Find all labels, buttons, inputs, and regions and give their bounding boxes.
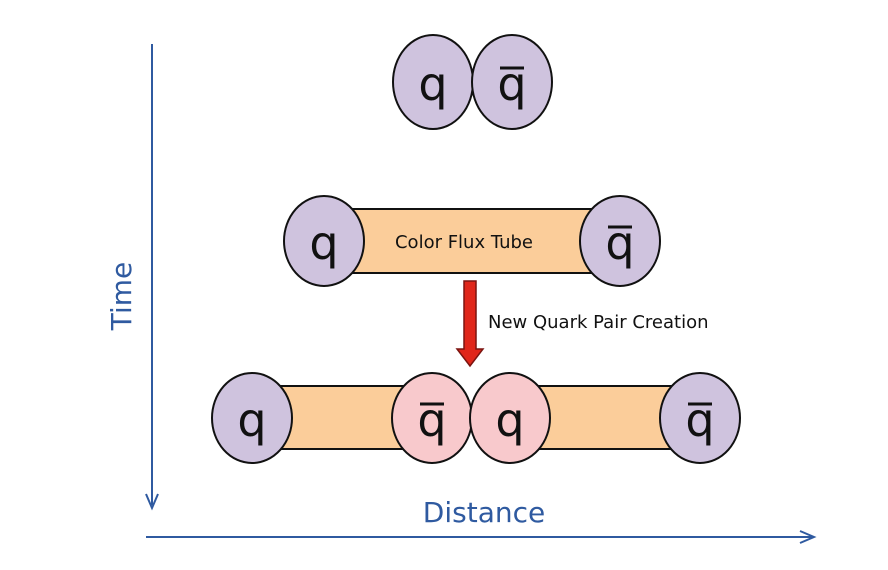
new-antiquark-label: q bbox=[417, 393, 446, 447]
row-flux-tube: Color Flux Tube q q bbox=[283, 195, 661, 287]
time-axis: Time bbox=[105, 44, 159, 511]
quark-circle bbox=[211, 372, 293, 464]
quark-circle bbox=[283, 195, 365, 287]
flux-tube-label: Color Flux Tube bbox=[395, 232, 533, 253]
antiquark-circle bbox=[579, 195, 661, 287]
antiquark-circle bbox=[471, 34, 553, 130]
pair-creation-label: New Quark Pair Creation bbox=[488, 312, 709, 333]
pair-creation-transition: New Quark Pair Creation bbox=[455, 280, 709, 368]
antiquark-label: q bbox=[605, 216, 634, 270]
row-string-broken: q q q q bbox=[211, 372, 741, 464]
row-bound-pair: q q bbox=[392, 34, 553, 130]
distance-axis-label: Distance bbox=[423, 496, 545, 529]
pair-creation-arrow bbox=[455, 280, 485, 368]
antiquark-circle bbox=[659, 372, 741, 464]
distance-axis: Distance bbox=[146, 496, 817, 544]
antiquark-label: q bbox=[497, 57, 526, 111]
quark-label: q bbox=[309, 216, 338, 270]
quark-label: q bbox=[418, 57, 447, 111]
new-quark-label: q bbox=[495, 393, 524, 447]
time-axis-arrowhead bbox=[145, 493, 159, 511]
distance-axis-arrowhead bbox=[799, 530, 817, 544]
time-axis-label: Time bbox=[105, 262, 138, 332]
flux-tube bbox=[323, 208, 621, 274]
antiquark-label: q bbox=[685, 393, 714, 447]
quark-label: q bbox=[237, 393, 266, 447]
new-quark-circle bbox=[469, 372, 551, 464]
